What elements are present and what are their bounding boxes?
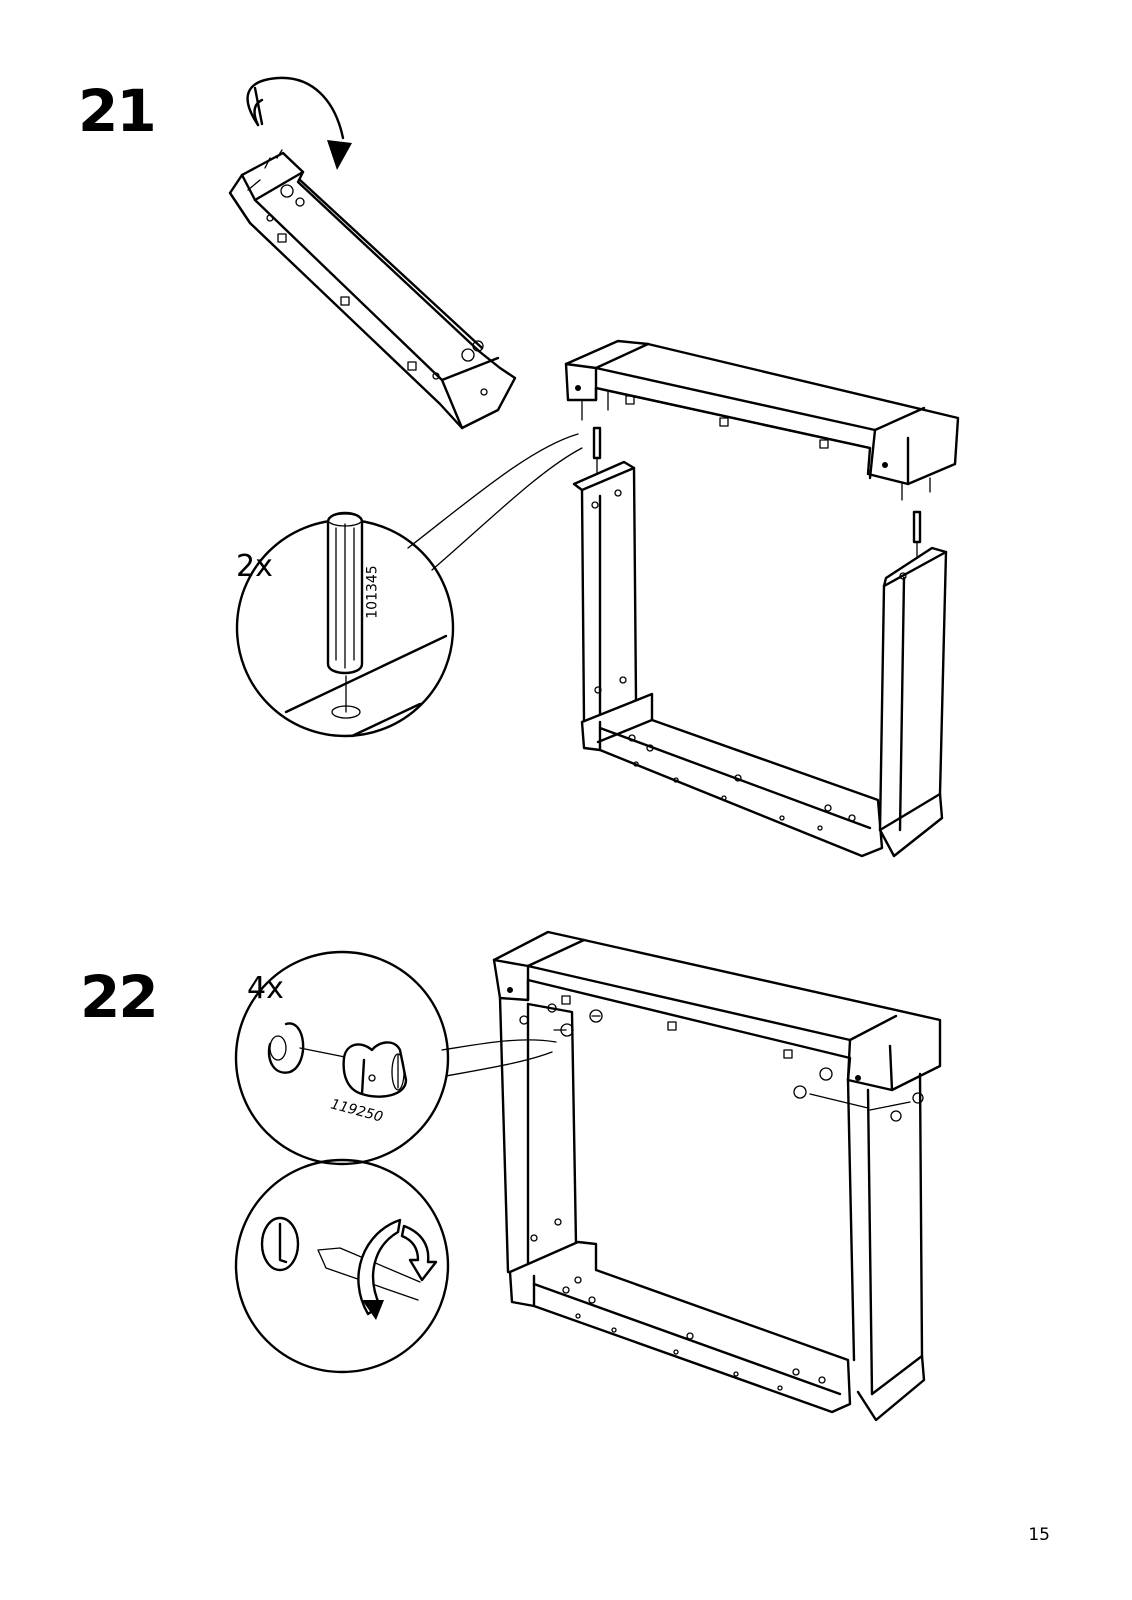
rotate-arrow-icon [248,78,352,170]
flipped-top-panel-icon [230,150,515,428]
assembled-frame-icon [494,932,940,1420]
screwdriver-turn-icon [236,1160,448,1372]
frame-sides-icon [574,462,946,856]
zoom-callout-dowel [237,434,582,736]
